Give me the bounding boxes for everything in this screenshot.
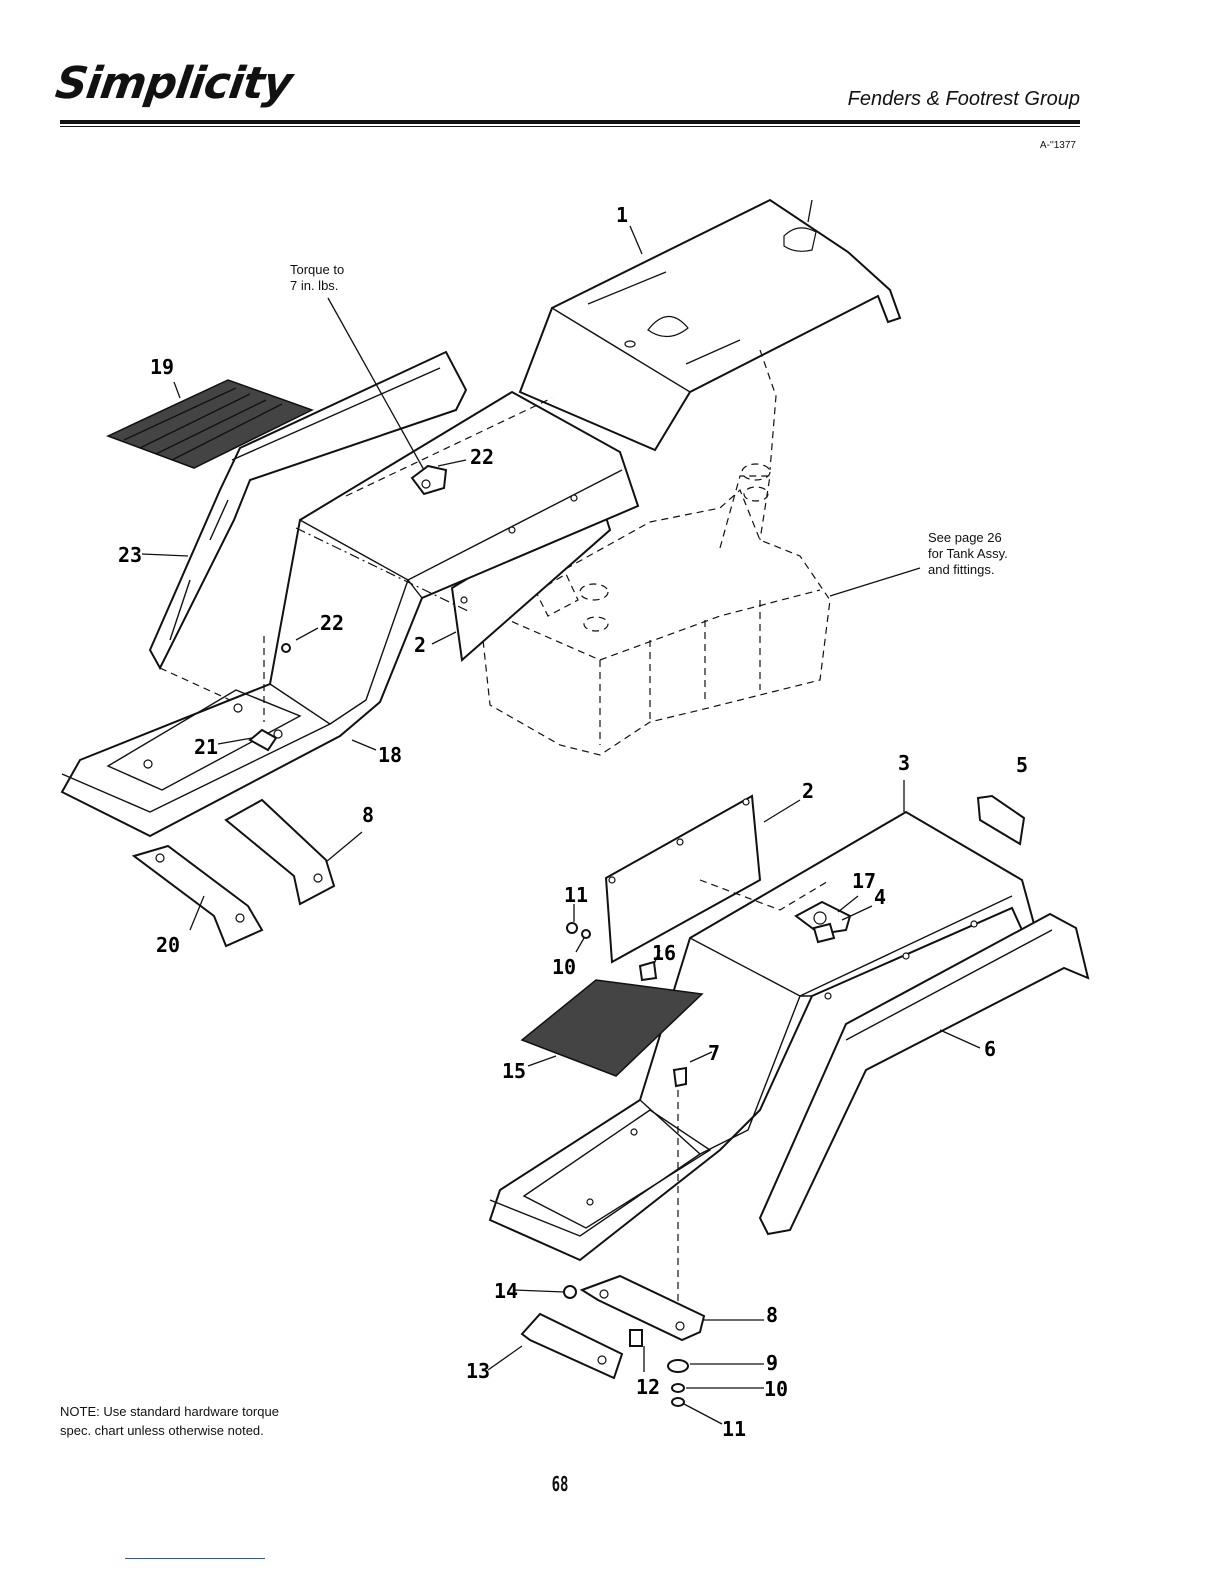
label-part-17: 17 bbox=[852, 869, 876, 893]
label-part-11-upper: 11 bbox=[564, 883, 588, 907]
label-part-15: 15 bbox=[502, 1059, 526, 1083]
label-part-12: 12 bbox=[636, 1375, 660, 1399]
part-5-emblem bbox=[978, 796, 1024, 844]
label-part-2-upper: 2 bbox=[414, 633, 426, 657]
label-part-23: 23 bbox=[118, 543, 142, 567]
part-18-front-fender bbox=[62, 392, 638, 836]
label-part-14: 14 bbox=[494, 1279, 518, 1303]
label-part-18: 18 bbox=[378, 743, 402, 767]
label-part-20: 20 bbox=[156, 933, 180, 957]
label-part-10-lower: 10 bbox=[764, 1377, 788, 1401]
hardware-note: NOTE: Use standard hardware torque spec.… bbox=[60, 1402, 310, 1440]
label-part-10-upper: 10 bbox=[552, 955, 576, 979]
part-13-bracket bbox=[522, 1314, 622, 1378]
tank-reference-callout: See page 26 for Tank Assy. and fittings. bbox=[928, 530, 1008, 578]
label-part-4: 4 bbox=[874, 885, 886, 909]
label-part-9: 9 bbox=[766, 1351, 778, 1375]
label-part-8-upper: 8 bbox=[362, 803, 374, 827]
footer-line bbox=[125, 1558, 265, 1559]
label-part-8-lower: 8 bbox=[766, 1303, 778, 1327]
label-part-21: 21 bbox=[194, 735, 218, 759]
label-part-6: 6 bbox=[984, 1037, 996, 1061]
torque-callout: Torque to 7 in. lbs. bbox=[290, 262, 344, 294]
label-part-5: 5 bbox=[1016, 753, 1028, 777]
part-20-bracket bbox=[134, 846, 262, 946]
part-8-upper-bracket bbox=[226, 800, 334, 904]
label-part-2-lower: 2 bbox=[802, 779, 814, 803]
label-part-22-upper: 22 bbox=[470, 445, 494, 469]
label-part-3: 3 bbox=[898, 751, 910, 775]
label-part-11-lower: 11 bbox=[722, 1417, 746, 1441]
label-part-19: 19 bbox=[150, 355, 174, 379]
label-part-22-lower: 22 bbox=[320, 611, 344, 635]
label-part-16: 16 bbox=[652, 941, 676, 965]
label-part-7: 7 bbox=[708, 1041, 720, 1065]
label-part-13: 13 bbox=[466, 1359, 490, 1383]
label-part-1: 1 bbox=[616, 203, 628, 227]
page-number: 68 bbox=[552, 1472, 569, 1496]
part-1-top-cover bbox=[520, 200, 900, 450]
